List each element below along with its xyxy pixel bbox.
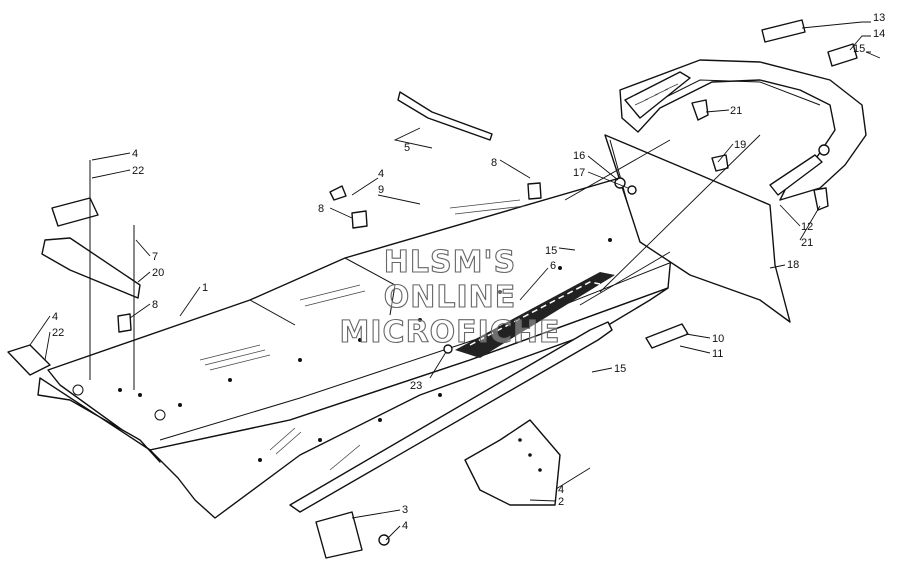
callout-4: 4 [132, 148, 138, 160]
rear-bumper-assembly [604, 59, 867, 323]
leader-lines [29, 21, 881, 541]
callout-8: 8 [152, 299, 158, 311]
decal-14 [827, 43, 858, 67]
callout-16: 16 [573, 150, 585, 162]
callout-23: 23 [410, 380, 422, 392]
callout-labels: 13 14 15 21 19 16 17 12 21 18 5 8 4 9 8 … [52, 12, 885, 532]
callout-3: 3 [402, 504, 408, 516]
callout-21: 21 [801, 237, 813, 249]
callout-8: 8 [491, 157, 497, 169]
callout-2: 2 [558, 496, 564, 508]
callout-18: 18 [787, 259, 799, 271]
callout-14: 14 [873, 28, 885, 40]
callout-4: 4 [52, 311, 58, 323]
callout-9: 9 [378, 184, 384, 196]
left-hardware [7, 160, 542, 390]
callout-4: 4 [378, 168, 384, 180]
callout-5: 5 [404, 142, 410, 154]
callout-8: 8 [318, 203, 324, 215]
callout-15: 15 [853, 43, 865, 55]
callout-10: 10 [712, 333, 724, 345]
watermark-line-2: ONLINE [384, 280, 517, 315]
callout-6: 6 [550, 260, 556, 272]
callout-11: 11 [712, 348, 723, 360]
callout-15: 15 [614, 363, 626, 375]
decal-13 [761, 19, 806, 43]
callout-22: 22 [52, 327, 64, 339]
callout-13: 13 [873, 12, 885, 24]
watermark-line-1: HLSM'S [384, 245, 516, 280]
callout-15: 15 [545, 245, 557, 257]
bracket-2 [464, 419, 561, 506]
callout-21: 21 [730, 105, 742, 117]
plate-3 [315, 511, 363, 559]
rear-flap-strip [397, 91, 493, 141]
callout-19: 19 [734, 139, 746, 151]
tunnel-assembly [37, 174, 673, 519]
callout-1: 1 [202, 282, 208, 294]
callout-4: 4 [402, 520, 408, 532]
pad-10 [645, 323, 689, 349]
watermark: HLSM'S ONLINE MICROFICHE [339, 244, 561, 350]
watermark-line-3: MICROFICHE [340, 315, 561, 350]
callout-7: 7 [152, 251, 158, 263]
callout-12: 12 [801, 221, 813, 233]
callout-17: 17 [573, 167, 585, 179]
callout-4: 4 [558, 484, 564, 496]
callout-20: 20 [152, 267, 164, 279]
callout-22: 22 [132, 165, 144, 177]
